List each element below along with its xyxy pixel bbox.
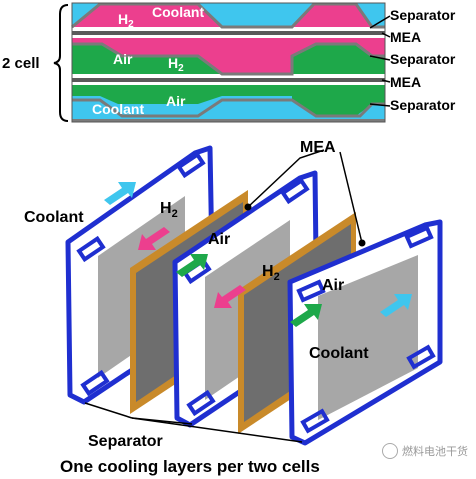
coolant-arrow-left: [104, 182, 136, 205]
mea-leader-2: [381, 79, 391, 83]
air-arrow-right: [290, 304, 322, 327]
h2-arrow-left: [138, 227, 170, 250]
sep-leader-2: [369, 55, 391, 61]
row1-h2-flow: [72, 4, 222, 27]
coolant-label-right: Coolant: [309, 345, 369, 362]
right-label-separator-1: Separator: [390, 7, 456, 23]
row2-separator-line: [72, 42, 385, 76]
row2-air-flow-2: [292, 44, 385, 74]
air-label-left: Air: [208, 231, 230, 248]
sep-leader-3: [369, 103, 391, 107]
bottom-separator-line: [72, 119, 385, 122]
air-label-right: Air: [322, 277, 344, 294]
mea-line-1: [72, 31, 385, 35]
separator-plate-3: [287, 219, 443, 446]
row1-coolant-label: Coolant: [152, 4, 204, 20]
separator-leader-1: [84, 402, 133, 419]
two-cell-label: 2 cell: [2, 55, 40, 72]
watermark: 燃料电池干货: [382, 443, 468, 459]
row1-h2-flow-2: [292, 4, 372, 27]
mea-leader-left: [247, 149, 325, 208]
right-label-separator-3: Separator: [390, 97, 456, 113]
mea-leader-1: [381, 32, 391, 38]
caption: One cooling layers per two cells: [60, 457, 320, 476]
right-label-separator-2: Separator: [390, 51, 456, 67]
separator-leader-3: [131, 417, 303, 443]
cross-section-border: [71, 2, 386, 123]
mea-label: MEA: [300, 139, 336, 156]
air-arrow-left: [176, 254, 208, 277]
separator-label: Separator: [88, 433, 163, 450]
coolant-label-left: Coolant: [24, 209, 84, 226]
coolant-arrow-right: [380, 294, 412, 317]
mea-line-2: [72, 78, 385, 82]
cross-section: H2 Coolant Air H2 Coolant Air 2 cell Sep…: [2, 2, 456, 123]
mea-leader-right: [339, 151, 363, 244]
h2-arrow-right: [214, 285, 246, 308]
row2-air-flow: [72, 44, 222, 74]
right-label-mea-1: MEA: [390, 29, 421, 45]
wechat-icon: [382, 443, 398, 459]
row3-coolant-label: Coolant: [92, 101, 144, 117]
row3-air-label: Air: [166, 93, 186, 109]
row3-separator-line: [72, 98, 385, 118]
sep-leader-1: [369, 15, 391, 29]
row1-separator-line: [71, 2, 385, 29]
watermark-text: 燃料电池干货: [402, 446, 468, 458]
two-cell-bracket: [53, 4, 69, 122]
row2-air-label: Air: [113, 51, 133, 67]
right-label-mea-2: MEA: [390, 74, 421, 90]
exploded-view: MEA Coolant H2 Air H2 Air Coolant Separa…: [24, 139, 443, 476]
